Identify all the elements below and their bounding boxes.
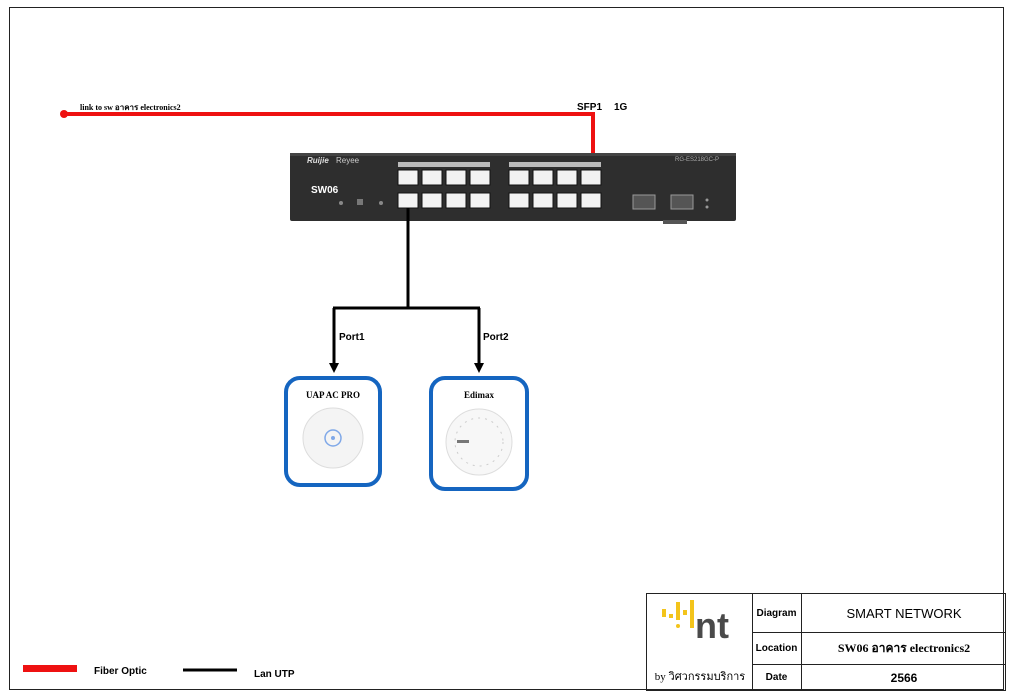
port2-arrow [474,363,484,373]
switch-name: SW06 [311,185,339,196]
ap-name: Edimax [463,390,494,400]
fiber-link-label: link to sw อาคาร electronics2 [80,103,181,112]
date-label: Date [752,665,802,690]
port-group-2 [508,169,602,209]
legend-fiber-swatch [23,665,77,672]
company-logo: nt by วิศวกรรมบริการ [647,594,753,690]
ap-name: UAP AC PRO [306,390,360,400]
diagram-frame [9,7,1004,690]
legend-lan-label: Lan UTP [254,669,295,680]
port1-label: Port1 [339,332,365,343]
sfp-ports [632,194,694,224]
port2-label: Port2 [483,332,509,343]
ap-device-icon [445,408,513,476]
switch-model: RG-ES218GC-P [675,157,720,163]
ap-device-icon [302,407,364,469]
date-value: 2566 [890,670,918,685]
nt-logo-icon [662,600,694,628]
logo-text: nt [695,605,729,646]
location-value: SW06 อาคาร electronics2 [802,633,1006,665]
diagram-value: SMART NETWORK [802,594,1006,633]
sfp-label: SFP1 [577,102,603,113]
port1-arrow [329,363,339,373]
location-label: Location [752,633,802,665]
speed-label: 1G [614,102,628,113]
switch-sub-brand: Reyee [336,156,360,165]
switch-brand: Ruijie [307,156,329,165]
diagram-label: Diagram [752,594,802,633]
port-group-1 [397,169,491,209]
title-block: nt by วิศวกรรมบริการ Diagram SMART NETWO… [646,593,1006,691]
by-text: by วิศวกรรมบริการ [654,671,746,683]
ap-uap-ac-pro: UAP AC PRO [284,376,382,487]
ap-edimax: Edimax [429,376,529,491]
switch-device [290,153,736,224]
legend-fiber-label: Fiber Optic [94,666,147,677]
